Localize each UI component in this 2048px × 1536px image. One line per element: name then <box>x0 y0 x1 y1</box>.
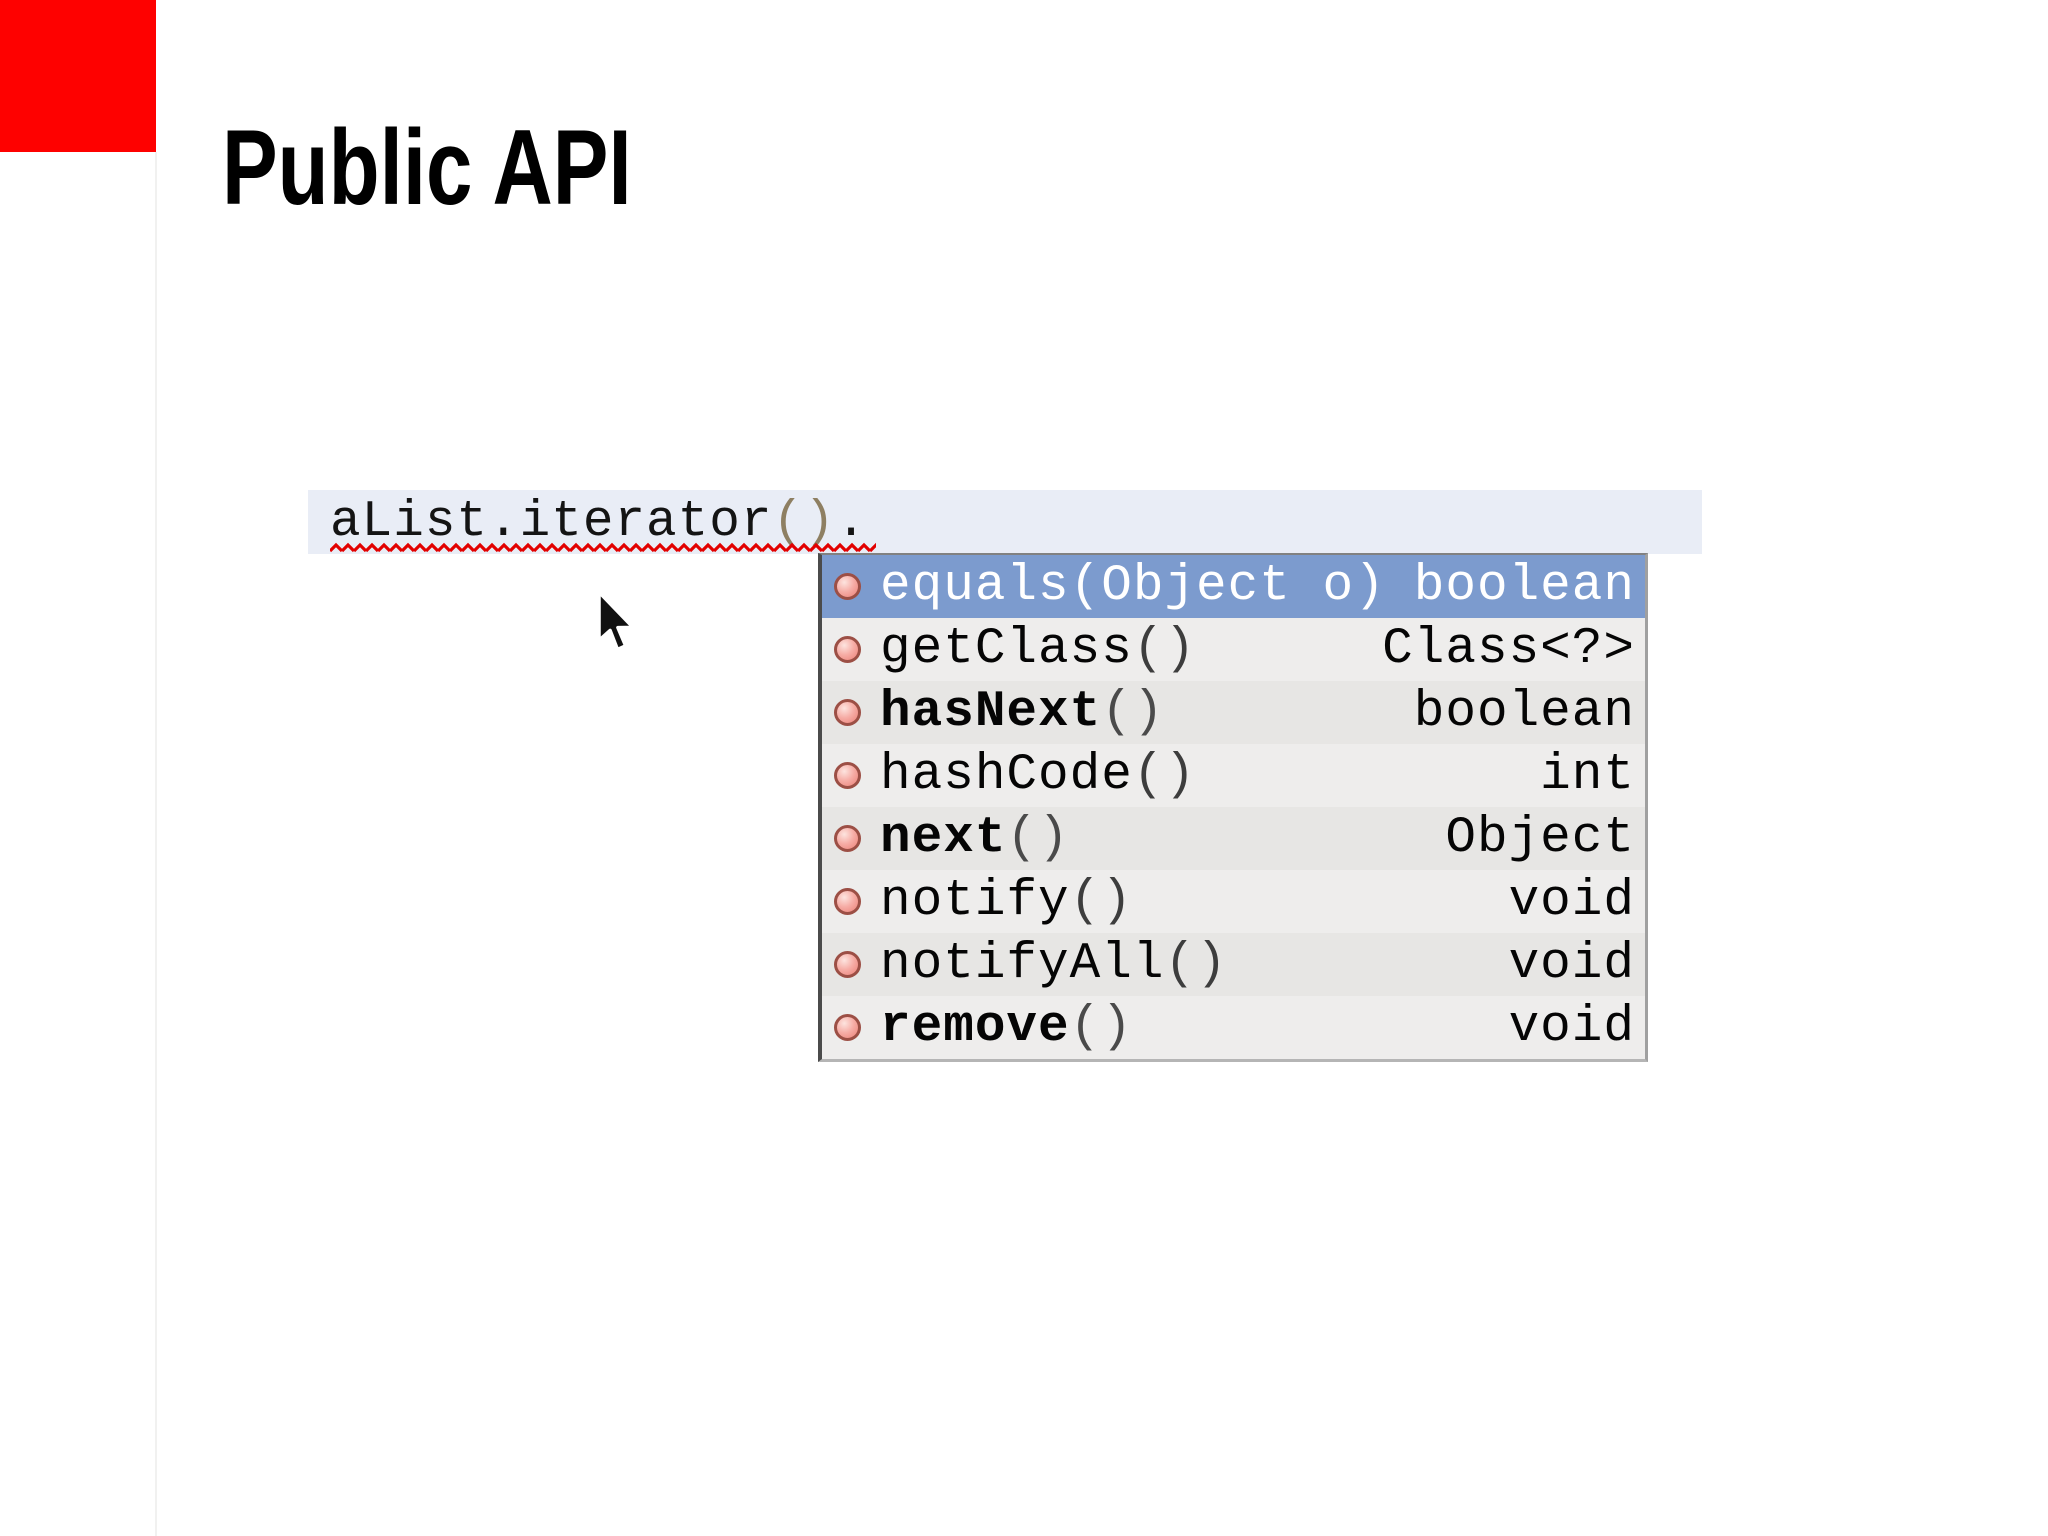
code-trailing-dot: . <box>835 493 868 551</box>
public-method-icon <box>834 636 861 663</box>
method-return-type: Object <box>1445 810 1635 867</box>
autocomplete-item-remove[interactable]: remove() void <box>822 996 1645 1059</box>
autocomplete-item-hasnext[interactable]: hasNext() boolean <box>822 681 1645 744</box>
public-method-icon <box>834 888 861 915</box>
public-method-icon <box>834 762 861 789</box>
public-method-icon <box>834 573 861 600</box>
method-return-type: void <box>1508 999 1635 1056</box>
autocomplete-item-getclass[interactable]: getClass() Class<?> <box>822 618 1645 681</box>
page-title: Public API <box>222 106 632 227</box>
autocomplete-item-hashcode[interactable]: hashCode() int <box>822 744 1645 807</box>
mouse-cursor-icon <box>597 592 635 652</box>
method-return-type: boolean <box>1413 684 1635 741</box>
method-name: notify <box>880 873 1070 930</box>
autocomplete-popup: equals(Object o) boolean getClass() Clas… <box>818 553 1648 1062</box>
method-params: (Object o) <box>1069 558 1386 615</box>
method-return-type: void <box>1508 873 1635 930</box>
method-return-type: void <box>1508 936 1635 993</box>
public-method-icon <box>834 1014 861 1041</box>
code-parens: () <box>772 493 836 551</box>
method-params: () <box>1101 684 1165 741</box>
public-method-icon <box>834 825 861 852</box>
method-params: () <box>1164 936 1228 993</box>
slide-accent-square <box>0 0 156 152</box>
method-return-type: boolean <box>1413 558 1635 615</box>
autocomplete-item-notifyall[interactable]: notifyAll() void <box>822 933 1645 996</box>
method-name: notifyAll <box>880 936 1165 993</box>
method-params: () <box>1006 810 1070 867</box>
method-name: equals <box>880 558 1070 615</box>
method-name: hasNext <box>880 684 1102 741</box>
autocomplete-item-next[interactable]: next() Object <box>822 807 1645 870</box>
method-params: () <box>1069 873 1133 930</box>
method-params: () <box>1132 621 1197 678</box>
method-name: remove <box>880 999 1070 1056</box>
autocomplete-item-equals[interactable]: equals(Object o) boolean <box>822 555 1645 618</box>
method-name: hashCode <box>880 747 1133 804</box>
method-return-type: int <box>1540 747 1635 804</box>
public-method-icon <box>834 699 861 726</box>
spellcheck-squiggle-underline <box>330 542 876 553</box>
method-params: () <box>1069 999 1133 1056</box>
method-params: () <box>1132 747 1197 804</box>
method-name: next <box>880 810 1007 867</box>
slide-margin-line <box>155 152 157 1536</box>
code-text: aList.iterator <box>330 493 773 551</box>
method-name: getClass <box>880 621 1133 678</box>
method-return-type: Class<?> <box>1382 621 1635 678</box>
public-method-icon <box>834 951 861 978</box>
autocomplete-item-notify[interactable]: notify() void <box>822 870 1645 933</box>
